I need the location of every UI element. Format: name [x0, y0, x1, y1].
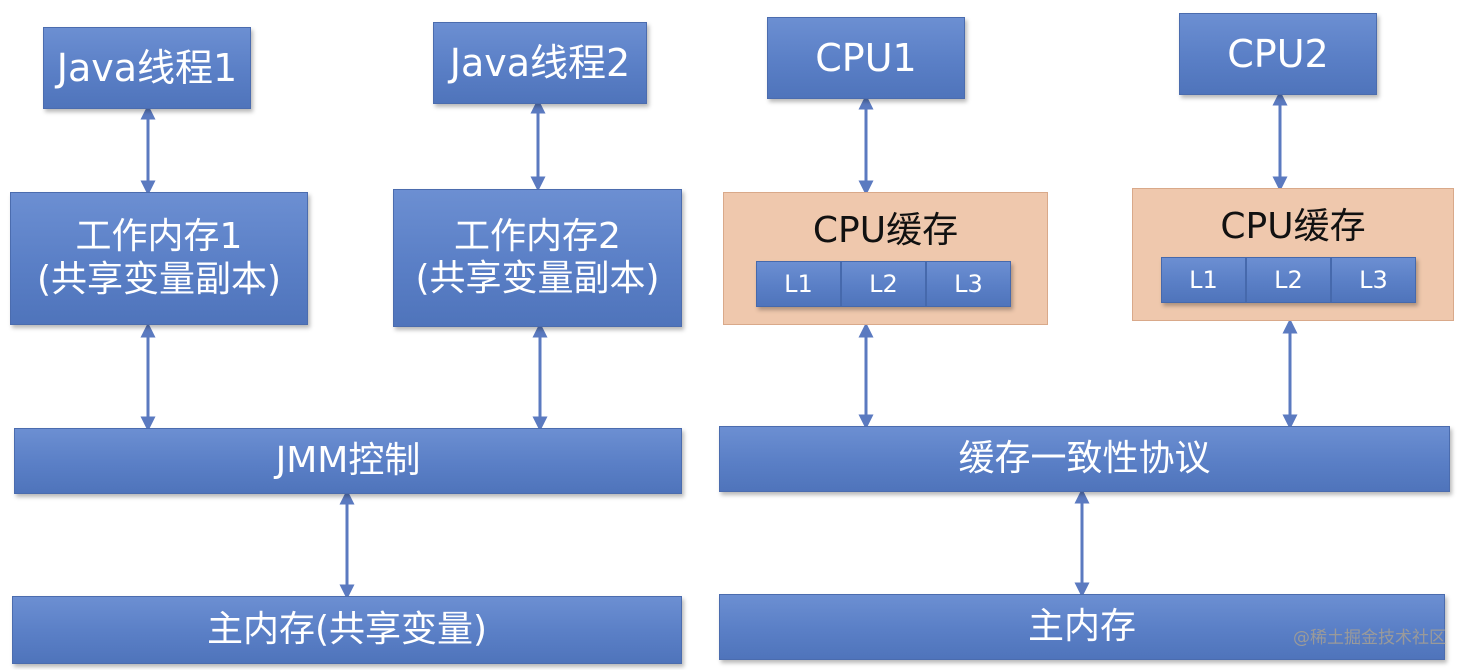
- main-memory-label: 主内存: [1027, 605, 1136, 647]
- cache-level-l1: L1: [756, 261, 841, 307]
- cpu-cache-2-title: CPU缓存: [1220, 206, 1366, 247]
- main-memory-bar: 主内存: [719, 594, 1445, 660]
- work-memory-2-box: 工作内存2 (共享变量副本): [393, 189, 682, 327]
- java-thread-2-box: Java线程2: [433, 22, 647, 104]
- cpu-cache-2-levels: L1 L2 L3: [1161, 257, 1416, 303]
- cpu-cache-1-title: CPU缓存: [812, 210, 959, 251]
- jmm-control-label: JMM控制: [275, 439, 421, 481]
- cache-level-l3: L3: [1331, 257, 1416, 303]
- work-memory-1-subtitle: (共享变量副本): [36, 258, 282, 300]
- cpu-1-box: CPU1: [767, 17, 965, 99]
- java-thread-1-label: Java线程1: [56, 45, 238, 90]
- cpu-2-label: CPU2: [1227, 31, 1329, 76]
- cache-level-l2: L2: [1246, 257, 1331, 303]
- main-memory-shared-bar: 主内存(共享变量): [12, 596, 682, 664]
- work-memory-2-title: 工作内存2: [454, 215, 621, 257]
- cache-coherence-label: 缓存一致性协议: [958, 437, 1211, 479]
- cache-coherence-bar: 缓存一致性协议: [719, 426, 1450, 492]
- cpu-cache-1-levels: L1 L2 L3: [756, 261, 1011, 307]
- work-memory-2-subtitle: (共享变量副本): [415, 258, 660, 299]
- cache-level-l1: L1: [1161, 257, 1246, 303]
- cpu-cache-1-panel: CPU缓存 L1 L2 L3: [723, 192, 1048, 325]
- main-memory-shared-label: 主内存(共享变量): [206, 608, 488, 650]
- java-thread-2-label: Java线程2: [449, 40, 631, 85]
- cpu-cache-2-panel: CPU缓存 L1 L2 L3: [1132, 188, 1454, 321]
- work-memory-1-box: 工作内存1 (共享变量副本): [10, 192, 308, 325]
- java-thread-1-box: Java线程1: [43, 27, 251, 109]
- cache-level-l2: L2: [841, 261, 926, 307]
- watermark: @稀土掘金技术社区: [1293, 628, 1446, 648]
- jmm-control-bar: JMM控制: [14, 428, 682, 494]
- work-memory-1-title: 工作内存1: [75, 216, 243, 258]
- cpu-2-box: CPU2: [1179, 13, 1377, 95]
- cache-level-l3: L3: [926, 261, 1011, 307]
- cpu-1-label: CPU1: [815, 35, 917, 80]
